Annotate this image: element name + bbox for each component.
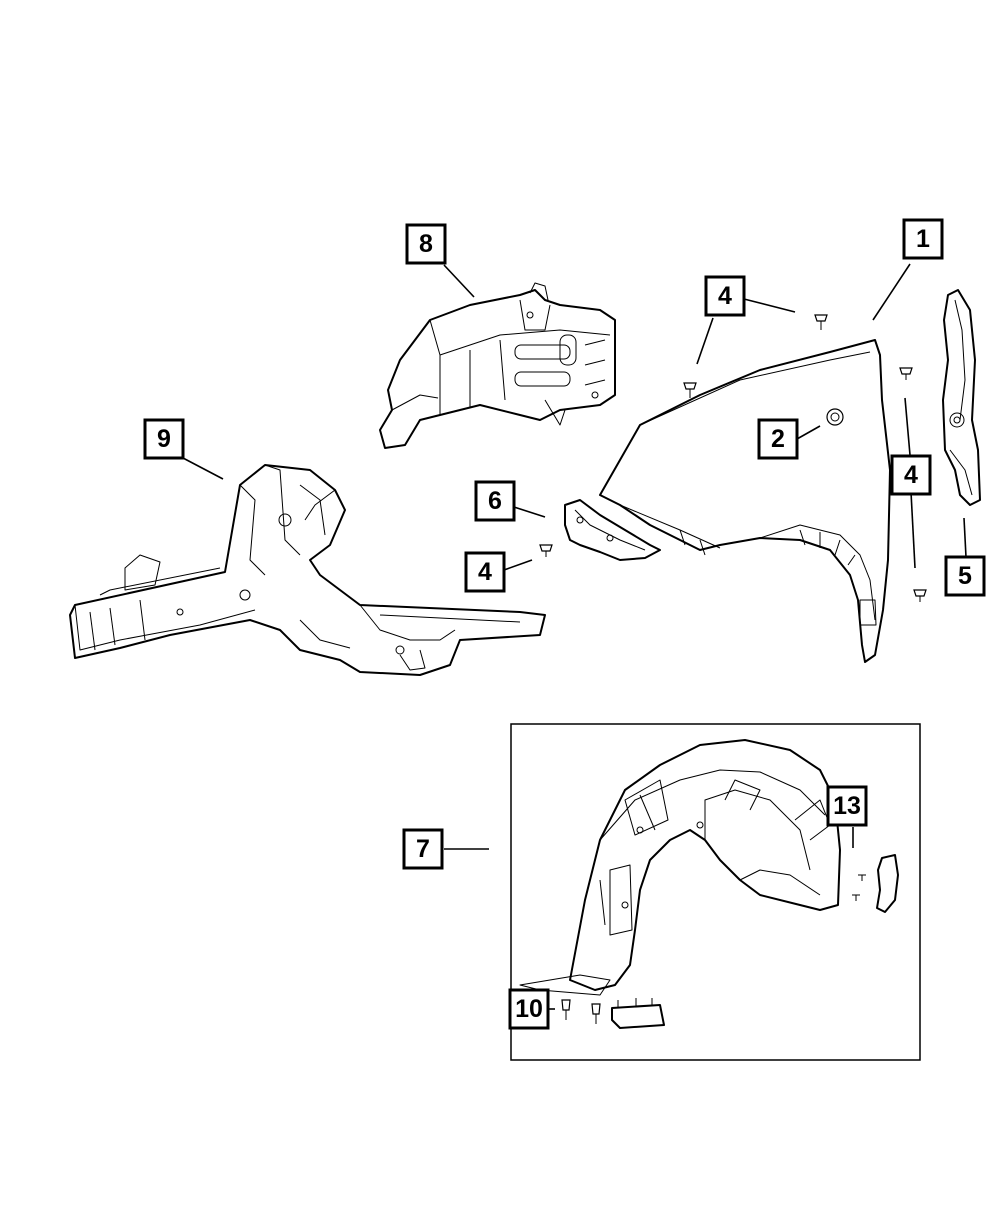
svg-text:10: 10: [515, 995, 543, 1023]
callout-4-top[interactable]: 4: [704, 275, 746, 317]
svg-text:9: 9: [157, 425, 171, 453]
apron-reinforcement-part[interactable]: [379, 282, 616, 449]
fender-part[interactable]: [599, 339, 891, 663]
front-retainer-part[interactable]: [852, 854, 899, 913]
svg-text:2: 2: [771, 425, 785, 453]
callout-7[interactable]: 7: [402, 828, 444, 870]
rear-retainer-part[interactable]: [561, 998, 665, 1029]
svg-text:4: 4: [904, 461, 918, 489]
callout-8[interactable]: 8: [405, 223, 447, 265]
svg-text:5: 5: [958, 562, 972, 590]
bracket-part[interactable]: [564, 499, 661, 561]
svg-text:4: 4: [478, 558, 492, 586]
inset-frame: [510, 723, 921, 1061]
callout-2[interactable]: 2: [757, 418, 799, 460]
svg-text:6: 6: [488, 487, 502, 515]
callout-9[interactable]: 9: [143, 418, 185, 460]
callout-1[interactable]: 1: [902, 218, 944, 260]
callout-4-right[interactable]: 4: [890, 454, 932, 496]
screw-right-bottom-fastener[interactable]: [913, 589, 927, 602]
callout-13[interactable]: 13: [826, 785, 868, 827]
callout-4-bracket[interactable]: 4: [464, 551, 506, 593]
wheelhouse-liner-part[interactable]: [519, 739, 841, 996]
svg-text:4: 4: [718, 282, 732, 310]
screw-right-top-fastener[interactable]: [899, 367, 913, 380]
seal-part[interactable]: [942, 289, 981, 506]
screw-bracket-fastener[interactable]: [539, 544, 553, 557]
leader-lines: [182, 263, 967, 1010]
svg-text:1: 1: [916, 225, 930, 253]
frame-rail-part[interactable]: [69, 464, 546, 676]
svg-text:13: 13: [833, 792, 861, 820]
svg-text:7: 7: [416, 835, 430, 863]
screw-mid-fastener[interactable]: [683, 382, 697, 398]
svg-text:8: 8: [419, 230, 433, 258]
callout-5[interactable]: 5: [944, 555, 986, 597]
callout-10[interactable]: 10: [508, 988, 550, 1030]
screw-top-fastener[interactable]: [814, 314, 828, 330]
callout-6[interactable]: 6: [474, 480, 516, 522]
